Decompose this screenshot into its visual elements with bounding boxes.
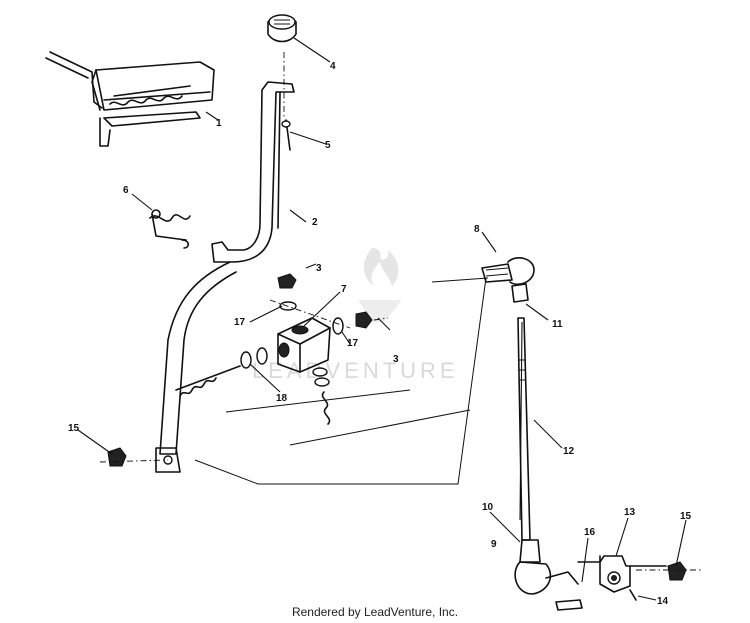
callout-label: 3 [393, 354, 399, 365]
callout-label: 8 [474, 224, 480, 235]
callout-label: 17 [234, 317, 246, 328]
callout-labels: 1 2 3 3 4 5 6 7 8 9 10 11 12 13 14 15 15… [68, 61, 692, 607]
shift-lever [155, 81, 295, 473]
watermark-logo-icon [358, 248, 402, 322]
pedal-assembly [45, 51, 215, 147]
bell-crank [577, 555, 667, 601]
nut-right [667, 561, 687, 581]
spring [149, 209, 191, 249]
watermark: LEADVENTURE [252, 248, 459, 383]
callout-label: 16 [584, 527, 596, 538]
callout-label: 2 [312, 217, 318, 228]
callout-label: 11 [552, 319, 563, 330]
callout-label: 15 [680, 511, 692, 522]
knob [267, 14, 297, 43]
watermark-text: LEADVENTURE [252, 358, 459, 383]
callout-label: 3 [316, 263, 322, 274]
callout-label: 1 [216, 118, 222, 129]
callout-label: 4 [330, 61, 336, 72]
callout-label: 10 [482, 502, 494, 513]
callout-label: 12 [563, 446, 575, 457]
nut-left [107, 447, 127, 467]
centerlines [99, 52, 702, 571]
bolt-washers [175, 347, 331, 425]
callout-label: 15 [68, 423, 80, 434]
callout-leaders [77, 37, 687, 601]
callout-label: 5 [325, 140, 331, 151]
callout-label: 17 [347, 338, 359, 349]
upper-tie-rod-end [481, 257, 535, 303]
callout-label: 13 [624, 507, 636, 518]
callout-label: 6 [123, 185, 129, 196]
callout-label: 18 [276, 393, 288, 404]
callout-label: 7 [341, 284, 347, 295]
nut-top [277, 273, 297, 311]
assembly-outline [194, 277, 489, 485]
callout-label: 9 [491, 539, 497, 550]
lower-tie-rod-end [514, 539, 583, 611]
nut-side [332, 311, 373, 335]
footer-credit: Rendered by LeadVenture, Inc. [291, 605, 459, 619]
pin [281, 119, 291, 151]
callout-label: 14 [657, 596, 669, 607]
